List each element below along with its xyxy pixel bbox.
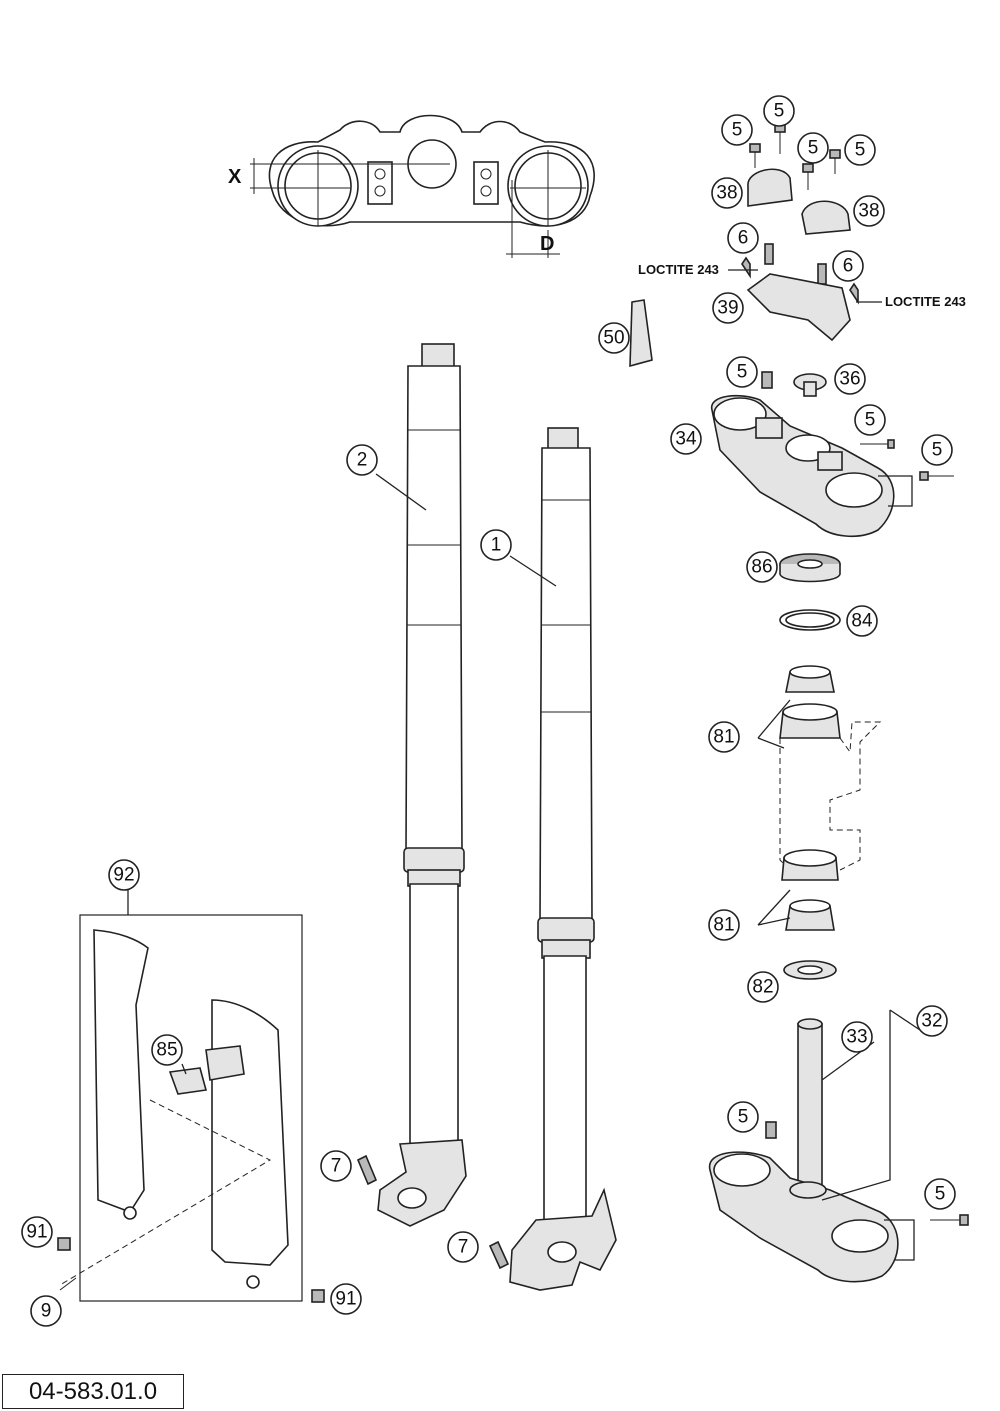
callout-38: 38: [853, 195, 885, 227]
callout-86: 86: [746, 551, 778, 583]
svg-text:34: 34: [675, 429, 697, 450]
fork-leg-1: [509, 427, 617, 1291]
svg-text:1: 1: [491, 535, 502, 556]
handlebar-clamp-parts: LOCTITE 243 LOCTITE 243: [629, 123, 966, 368]
callout-81: 81: [708, 721, 740, 753]
svg-text:85: 85: [156, 1040, 177, 1061]
callout-36: 36: [834, 363, 866, 395]
callout-5: 5: [844, 134, 876, 166]
svg-text:5: 5: [935, 1184, 946, 1205]
svg-text:5: 5: [855, 140, 866, 161]
callout-6: 6: [832, 250, 864, 282]
svg-text:5: 5: [865, 410, 876, 431]
svg-text:81: 81: [713, 915, 734, 936]
svg-text:7: 7: [331, 1156, 342, 1177]
callout-91: 91: [21, 1216, 53, 1248]
callout-5: 5: [924, 1178, 956, 1210]
upper-triple-clamp: [711, 371, 954, 538]
svg-text:32: 32: [921, 1011, 942, 1032]
svg-text:6: 6: [843, 256, 854, 277]
callout-82: 82: [747, 971, 779, 1003]
callout-32: 32: [916, 1005, 948, 1037]
svg-text:82: 82: [752, 977, 773, 998]
callout-5: 5: [921, 434, 953, 466]
fork-leg-2: [377, 343, 467, 1227]
svg-text:36: 36: [839, 369, 860, 390]
svg-text:38: 38: [858, 201, 879, 222]
callout-91: 91: [330, 1283, 362, 1315]
callout-81: 81: [708, 909, 740, 941]
loctite-right-label: LOCTITE 243: [885, 294, 966, 309]
svg-text:92: 92: [113, 865, 134, 886]
reference-triple-clamp: X D: [228, 114, 595, 258]
callout-92: 92: [108, 859, 140, 891]
callouts: 1 2 5 5 5 5 5 5 5 5 5 6 6 7 7 9 32 33 34…: [21, 95, 956, 1327]
svg-text:81: 81: [713, 727, 734, 748]
svg-text:7: 7: [458, 1237, 469, 1258]
callout-5: 5: [854, 404, 886, 436]
svg-text:5: 5: [737, 362, 748, 383]
svg-text:5: 5: [932, 440, 943, 461]
callout-84: 84: [846, 605, 878, 637]
callout-33: 33: [841, 1021, 873, 1053]
callout-50: 50: [598, 322, 630, 354]
callout-1: 1: [480, 529, 512, 561]
svg-text:84: 84: [851, 611, 873, 632]
callout-2: 2: [346, 444, 378, 476]
svg-text:2: 2: [357, 450, 368, 471]
svg-text:6: 6: [738, 228, 749, 249]
svg-text:5: 5: [738, 1107, 749, 1128]
steering-bearings: [757, 553, 882, 980]
callout-38: 38: [711, 177, 743, 209]
callout-5: 5: [726, 356, 758, 388]
dim-d-label: D: [540, 233, 554, 255]
svg-text:5: 5: [808, 138, 819, 159]
svg-text:9: 9: [41, 1301, 52, 1322]
svg-text:91: 91: [26, 1222, 47, 1243]
callout-9: 9: [30, 1295, 62, 1327]
callout-39: 39: [712, 292, 744, 324]
svg-text:5: 5: [774, 101, 785, 122]
callout-5: 5: [721, 114, 753, 146]
callout-7: 7: [447, 1231, 479, 1263]
document-number: 04-583.01.0: [2, 1374, 184, 1409]
callout-34: 34: [670, 423, 702, 455]
loctite-left-label: LOCTITE 243: [638, 262, 719, 277]
lower-triple-clamp: [708, 1010, 969, 1283]
callout-7: 7: [320, 1150, 352, 1182]
callout-85: 85: [151, 1034, 183, 1066]
fasteners: [57, 1154, 510, 1303]
svg-text:33: 33: [846, 1027, 867, 1048]
svg-text:38: 38: [716, 183, 737, 204]
callout-5: 5: [727, 1101, 759, 1133]
svg-text:86: 86: [751, 557, 772, 578]
dim-x-label: X: [228, 166, 242, 188]
callout-5: 5: [797, 132, 829, 164]
svg-text:50: 50: [603, 328, 624, 349]
callout-6: 6: [727, 222, 759, 254]
callout-5: 5: [763, 95, 795, 127]
fork-guards: [59, 914, 303, 1302]
svg-text:39: 39: [717, 298, 738, 319]
svg-text:5: 5: [732, 120, 743, 141]
svg-text:91: 91: [335, 1289, 356, 1310]
